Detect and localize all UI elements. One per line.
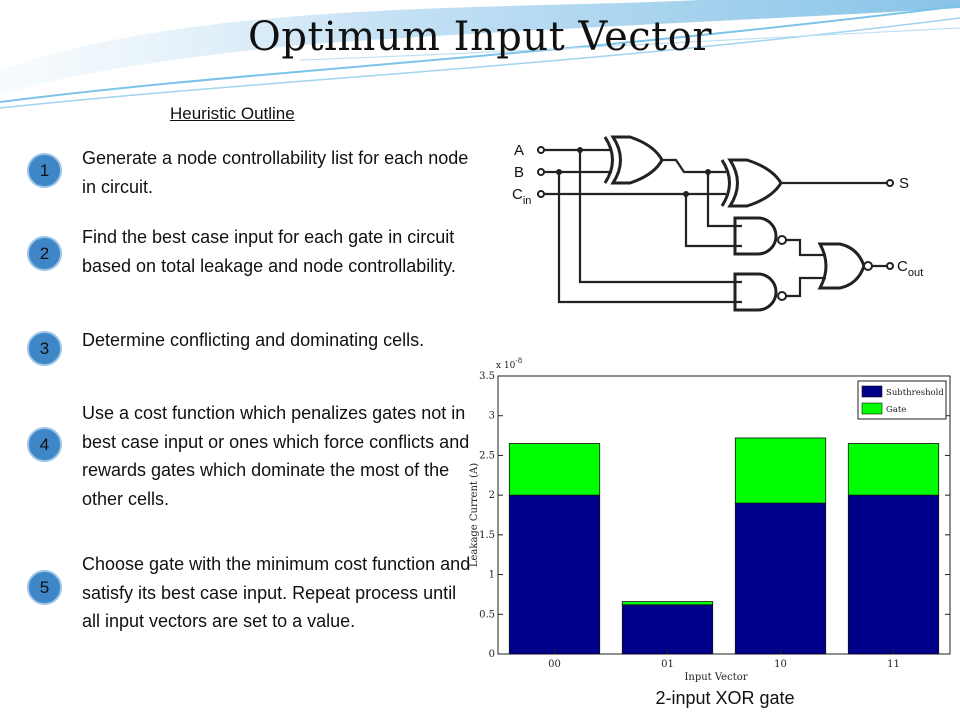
y-tick-label: 0.5 <box>479 609 495 620</box>
step-badge-5: 5 <box>27 570 62 605</box>
legend-swatch-subthreshold <box>861 385 883 398</box>
y-axis-label: Leakage Current (A) <box>469 463 480 567</box>
y-tick-label: 1 <box>489 570 495 581</box>
x-tick-label: 10 <box>774 659 787 670</box>
xor-gate-1 <box>603 135 664 185</box>
bar-gate-10 <box>734 437 827 504</box>
step-badge-3: 3 <box>27 331 62 366</box>
chart-caption: 2-input XOR gate <box>655 688 795 708</box>
full-adder-circuit: A B Cin S Cout <box>512 135 923 312</box>
y-tick-label: 0 <box>489 649 495 660</box>
step-badge-2: 2 <box>27 236 62 271</box>
step-badge-1: 1 <box>27 153 62 188</box>
input-cin-label: Cin <box>512 186 531 207</box>
x-tick-label: 00 <box>548 659 561 670</box>
xor-gate-2 <box>720 158 783 208</box>
and-gate-1 <box>733 216 778 256</box>
legend-swatch-gate <box>861 402 883 415</box>
decorative-swoosh <box>0 0 960 109</box>
output-cout-label: Cout <box>897 258 923 279</box>
step-text-3: Determine conflicting and dominating cel… <box>82 330 425 350</box>
step-text-1: Generate a node controllability list for… <box>82 148 469 197</box>
y-tick-label: 3.5 <box>479 371 495 382</box>
bar-subthreshold-10 <box>734 502 827 655</box>
y-tick-label: 1.5 <box>479 530 495 541</box>
step-text-4: Use a cost function which penalizes gate… <box>82 403 470 509</box>
outline-heading: Heuristic Outline <box>170 104 295 123</box>
input-b-label: B <box>514 164 524 181</box>
and-gate-2 <box>733 272 778 312</box>
x-tick-label: 11 <box>887 659 900 670</box>
y-tick-label: 2.5 <box>479 450 495 461</box>
or-gate <box>817 242 866 290</box>
bar-subthreshold-01 <box>621 604 714 655</box>
x-axis-label: Input Vector <box>684 672 747 682</box>
bar-gate-11 <box>847 443 940 496</box>
y-tick-label: 3 <box>489 411 495 422</box>
output-s-label: S <box>899 175 909 192</box>
bar-gate-00 <box>508 443 601 496</box>
bar-subthreshold-11 <box>847 494 940 655</box>
x-tick-label: 01 <box>661 659 674 670</box>
y-tick-label: 2 <box>489 490 495 501</box>
legend-label-gate: Gate <box>886 405 906 415</box>
step-text-2: Find the best case input for each gate i… <box>82 227 456 276</box>
input-a-label: A <box>514 142 524 159</box>
y-exponent-label: x 10-8 <box>496 357 522 371</box>
bar-subthreshold-00 <box>508 494 601 655</box>
slide-title: Optimum Input Vector <box>248 14 712 60</box>
bar-gate-01 <box>621 601 714 606</box>
step-text-5: Choose gate with the minimum cost functi… <box>82 554 471 631</box>
step-badge-4: 4 <box>27 427 62 462</box>
legend-label-subthreshold: Subthreshold <box>886 388 944 398</box>
